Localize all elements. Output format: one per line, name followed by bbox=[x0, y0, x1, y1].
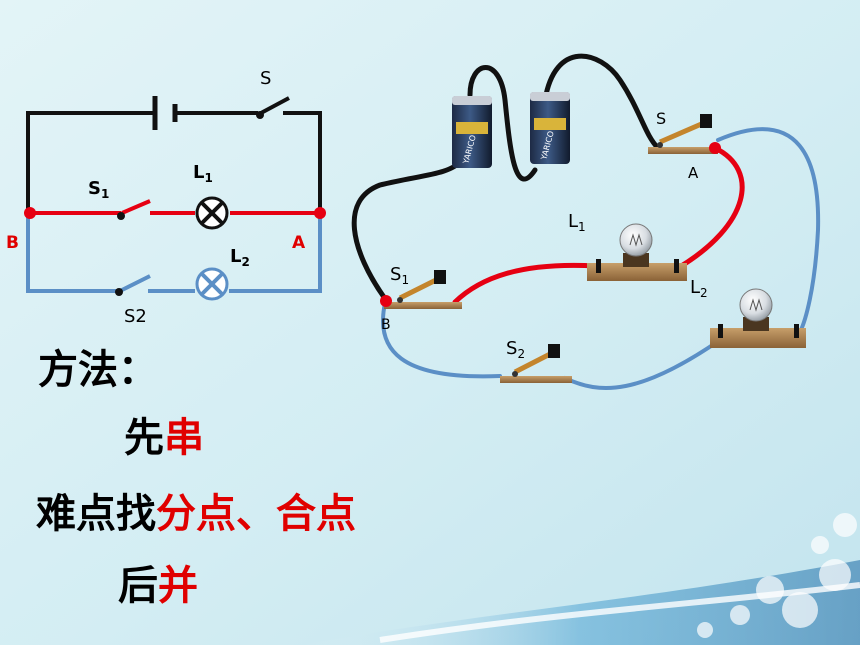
schematic-node-b-label: B bbox=[6, 233, 19, 253]
knife-switch-s-icon bbox=[648, 114, 718, 154]
method-heading: 方法： bbox=[38, 347, 158, 393]
knife-switch-s1-icon bbox=[384, 270, 462, 309]
lamp-l1-symbol bbox=[195, 196, 229, 230]
switch-s1-symbol bbox=[117, 199, 151, 220]
physical-node-a bbox=[709, 142, 721, 154]
switch-s-symbol bbox=[256, 96, 290, 119]
schematic-switch-s2-label: S2 bbox=[124, 306, 147, 327]
schematic-node-b bbox=[24, 207, 36, 219]
physical-switch-s2-label: S2 bbox=[506, 338, 525, 361]
physical-node-a-label: A bbox=[688, 164, 699, 182]
schematic-switch-s-label: S bbox=[260, 68, 271, 89]
physical-lamp-l2-label: L2 bbox=[690, 277, 708, 300]
lamp-l1-icon bbox=[587, 223, 687, 281]
schematic-switch-s1-label: S1 bbox=[88, 178, 109, 201]
lamp-l2-icon bbox=[710, 288, 806, 348]
schematic-lamp-l2-label: L2 bbox=[230, 246, 250, 269]
physical-lamp-l1-label: L1 bbox=[568, 211, 586, 234]
battery-1-icon: YARICO bbox=[452, 96, 492, 168]
battery-2-icon: YARICO bbox=[530, 92, 570, 164]
schematic-lamp-l1-label: L1 bbox=[193, 162, 213, 185]
lamp-l2-symbol bbox=[195, 267, 229, 301]
method-step-series: 先串 bbox=[124, 415, 204, 461]
schematic-node-a-label: A bbox=[292, 233, 306, 253]
blue-wires bbox=[380, 127, 821, 390]
switch-s2-symbol bbox=[115, 274, 151, 296]
physical-switch-s1-label: S1 bbox=[390, 264, 409, 287]
black-wires bbox=[351, 53, 661, 303]
decorative-flowers bbox=[697, 513, 857, 638]
physical-switch-s-label: S bbox=[656, 109, 666, 128]
physical-node-b-label: B bbox=[381, 317, 391, 333]
branch-l2-wire bbox=[26, 217, 322, 293]
knife-switch-s2-icon bbox=[500, 344, 572, 383]
battery-symbol bbox=[152, 96, 178, 130]
physical-node-b bbox=[380, 295, 392, 307]
method-step-find-nodes: 难点找分点、合点 bbox=[36, 491, 356, 537]
series-loop-wire bbox=[26, 111, 322, 213]
red-wires bbox=[452, 145, 745, 305]
method-step-parallel: 后并 bbox=[118, 563, 198, 609]
schematic-node-a bbox=[314, 207, 326, 219]
